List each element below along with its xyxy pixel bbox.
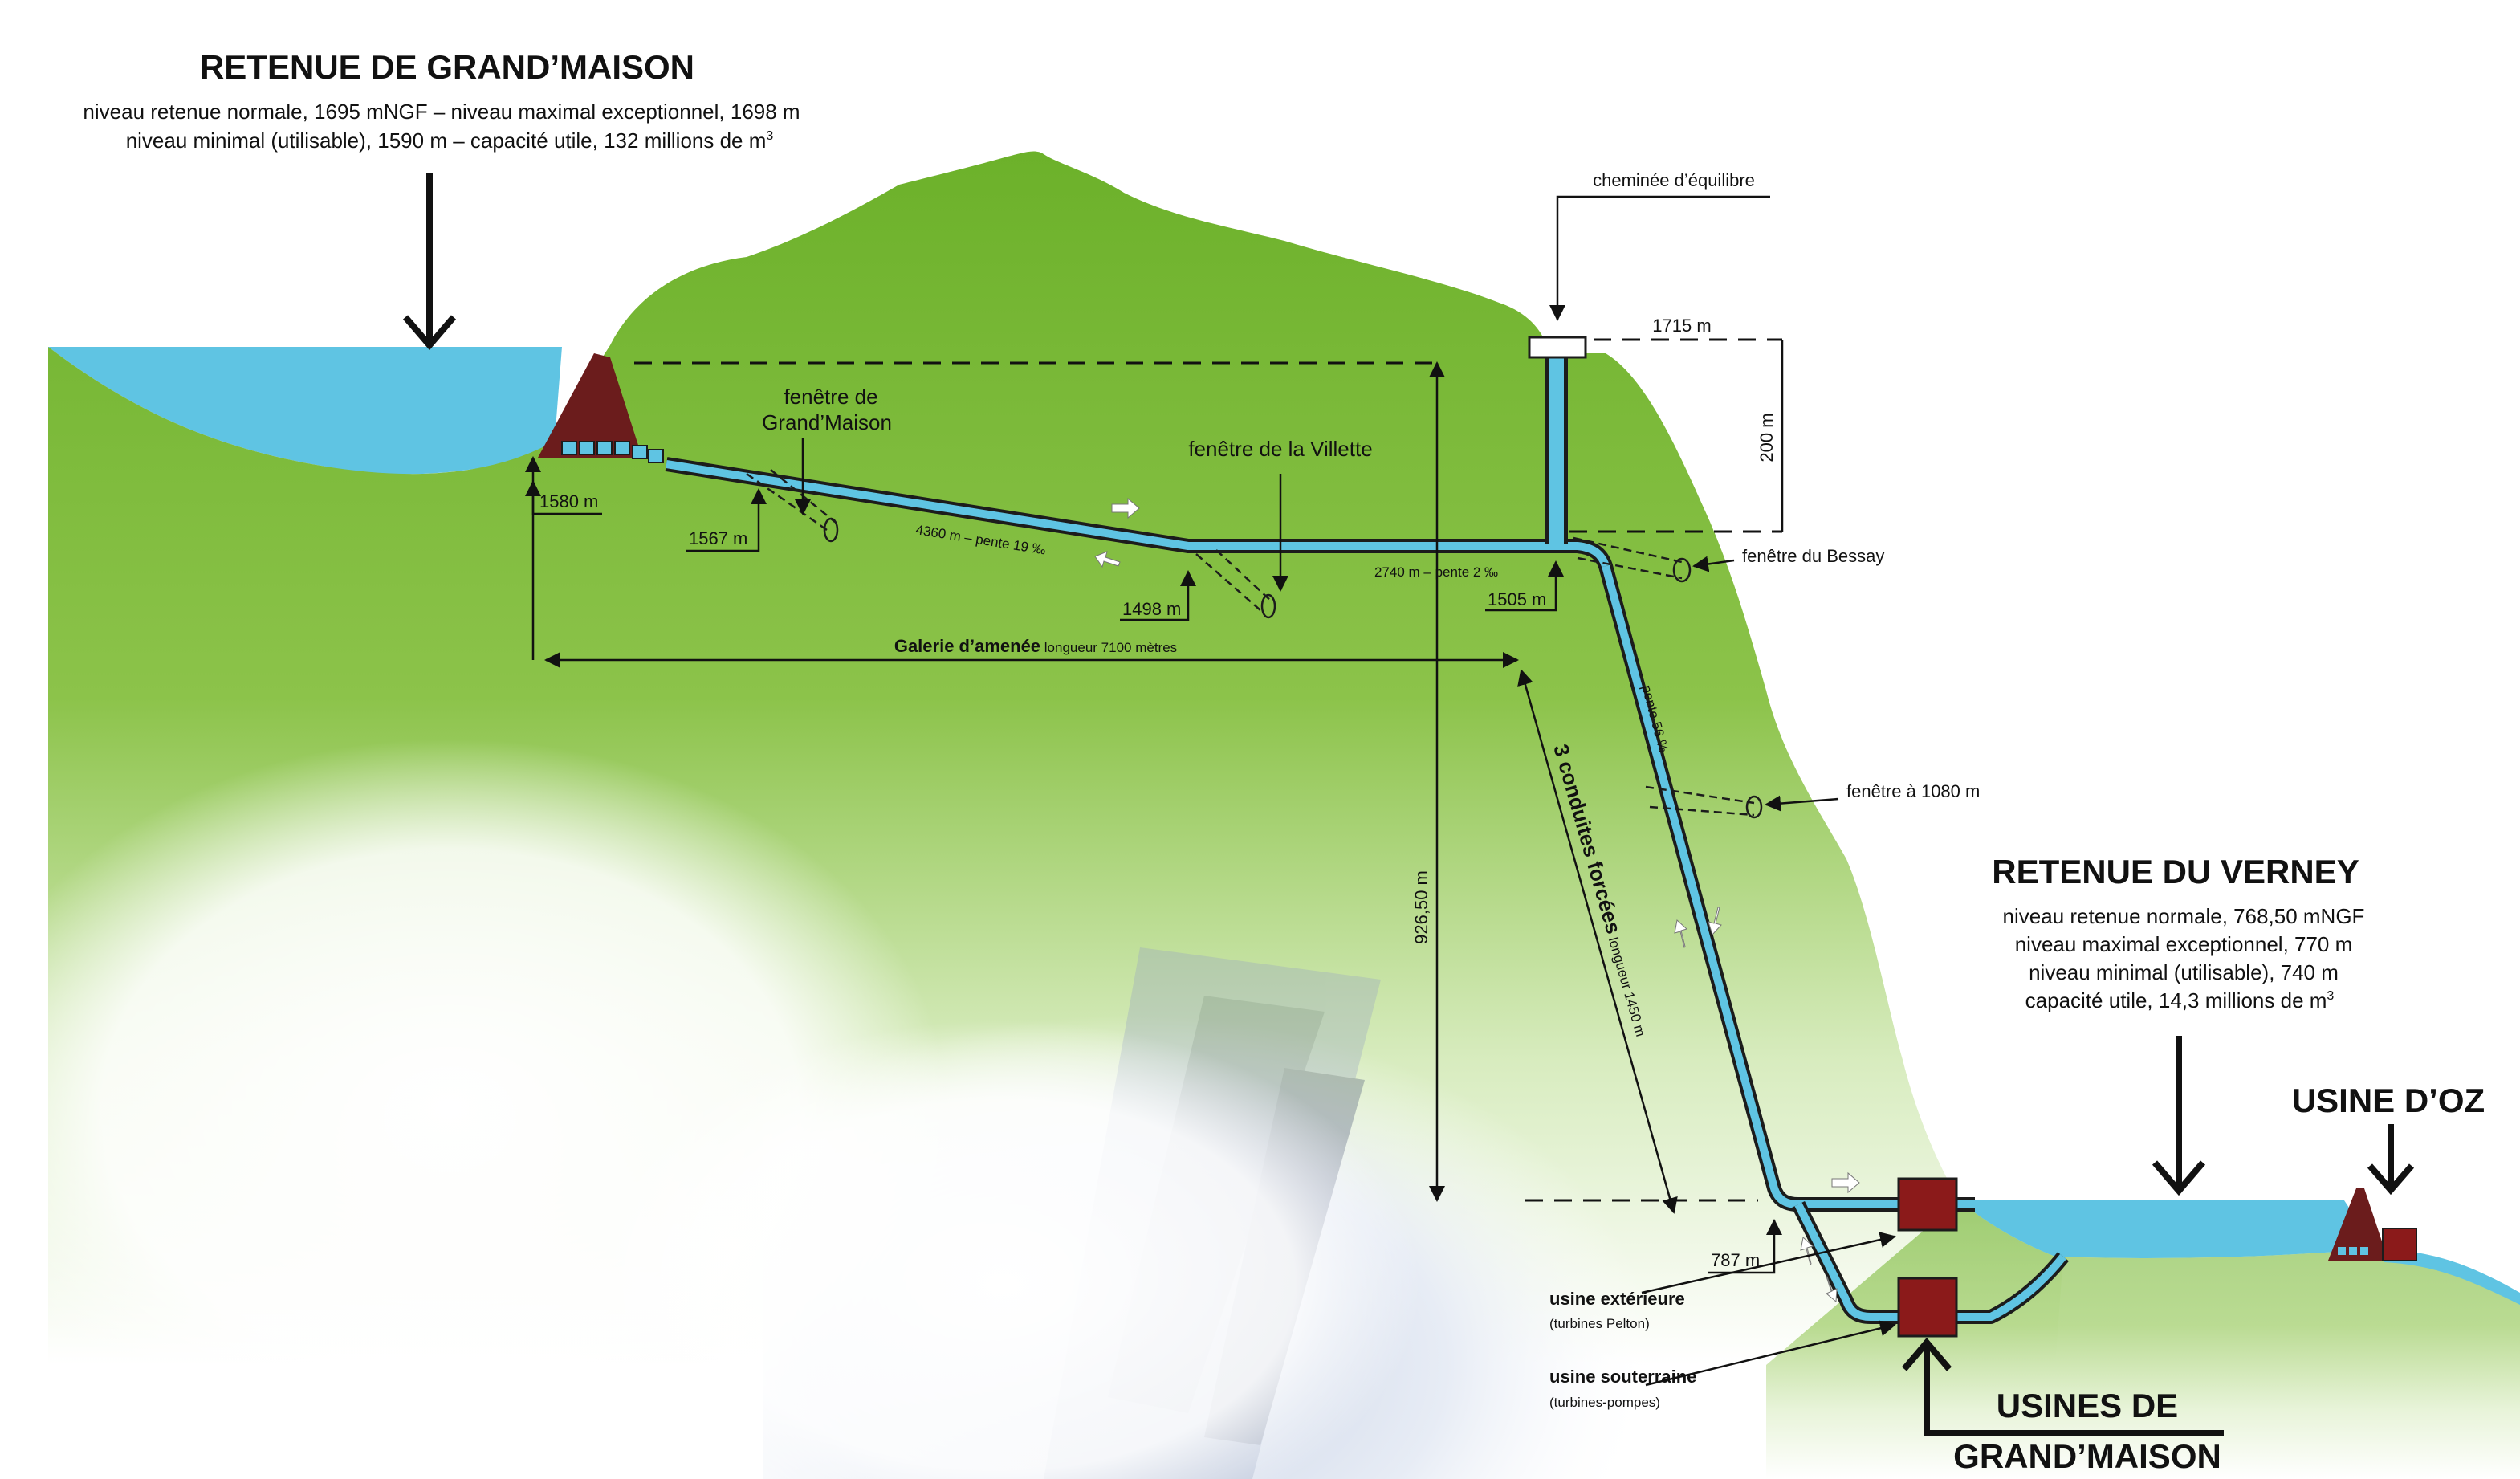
lower-reservoir-line4: capacité utile, 14,3 millions de m xyxy=(2025,988,2327,1012)
flow-arrows xyxy=(1094,497,1860,1303)
usine-oz-building xyxy=(2328,1188,2417,1261)
elev-1498-marker: 1498 m xyxy=(1120,570,1196,621)
surge-shaft-water xyxy=(1549,357,1564,547)
usine-oz-arrow xyxy=(2367,1124,2415,1196)
lower-reservoir-arrow xyxy=(2152,1036,2206,1196)
lower-reservoir-line1: niveau retenue normale, 768,50 mNGF xyxy=(2003,904,2365,928)
usine-ext-callout xyxy=(1641,1232,1896,1294)
elev-1567: 1567 m xyxy=(689,528,747,548)
elev-1498: 1498 m xyxy=(1122,599,1181,619)
lower-terrain xyxy=(1766,1200,2520,1479)
usines-gm-arrow xyxy=(1901,1337,2224,1436)
usine-oz-title: USINE D’OZ xyxy=(2292,1082,2485,1119)
lower-reservoir-line2: niveau maximal exceptionnel, 770 m xyxy=(2015,932,2353,956)
elev-1715: 1715 m xyxy=(1652,316,1711,336)
dim-200-label: 200 m xyxy=(1757,413,1777,462)
white-fade-2 xyxy=(586,1020,1421,1479)
elev-1567-marker: 1567 m xyxy=(686,488,767,552)
galerie-bold: Galerie d’amenée xyxy=(894,636,1040,656)
fenetre-1080-label: fenêtre à 1080 m xyxy=(1846,781,1980,801)
upper-reservoir-line2-wrap: niveau minimal (utilisable), 1590 m – ca… xyxy=(126,128,774,153)
usine-exterieure-block xyxy=(1897,1177,1958,1232)
upper-dam xyxy=(538,353,642,458)
lower-reservoir-line3: niveau minimal (utilisable), 740 m xyxy=(2029,960,2339,984)
lower-reservoir-sup: 3 xyxy=(2327,989,2334,1003)
elev-787: 787 m xyxy=(1711,1250,1760,1270)
usine-sout-callout xyxy=(1645,1320,1896,1387)
elev-1505-marker: 1505 m xyxy=(1485,560,1564,612)
usines-gm-title-1: USINES DE xyxy=(1997,1387,2178,1424)
lower-reservoir-water xyxy=(1959,1200,2376,1258)
fenetre-bessay-label: fenêtre du Bessay xyxy=(1742,546,1884,566)
usine-sout-label: usine souterraine xyxy=(1549,1367,1696,1387)
fenetre-villette-label: fenêtre de la Villette xyxy=(1188,437,1372,461)
upper-reservoir-water xyxy=(48,347,562,475)
cheminee-callout xyxy=(1549,195,1770,321)
upper-reservoir-line1: niveau retenue normale, 1695 mNGF – nive… xyxy=(83,100,800,124)
usines-gm-title-2: GRAND’MAISON xyxy=(1953,1437,2221,1475)
upper-reservoir-title: RETENUE DE GRAND’MAISON xyxy=(200,48,694,86)
conduites-dim-line xyxy=(1517,669,1678,1214)
usine-souterraine-block xyxy=(1897,1277,1958,1338)
fenetre-bessay-callout xyxy=(1692,556,1735,572)
seg2-label: 2740 m – pente 2 ‰ xyxy=(1374,564,1498,580)
cheminee-label: cheminée d’équilibre xyxy=(1593,170,1755,190)
elev-1580: 1580 m xyxy=(539,491,598,511)
galerie-label: Galerie d’amenée longueur 7100 mètres xyxy=(894,636,1177,656)
fenetre-gm-label-1: fenêtre de xyxy=(784,385,877,409)
penstock-water xyxy=(1602,564,1923,1208)
usine-ext-label: usine extérieure xyxy=(1549,1289,1685,1309)
dam-intakes xyxy=(561,441,664,463)
elev-1505: 1505 m xyxy=(1488,589,1546,609)
fenetre-1080-callout xyxy=(1765,795,1839,812)
usine-ext-sub: (turbines Pelton) xyxy=(1549,1316,1650,1331)
upper-reservoir-line2: niveau minimal (utilisable), 1590 m – ca… xyxy=(126,128,767,153)
surge-shaft-top xyxy=(1528,336,1587,359)
galerie-rest: longueur 7100 mètres xyxy=(1040,640,1177,655)
lower-reservoir-title: RETENUE DU VERNEY xyxy=(1992,853,2359,890)
penstock-branch-water xyxy=(1794,1202,1923,1321)
lower-reservoir-line4-wrap: capacité utile, 14,3 millions de m3 xyxy=(2025,988,2335,1012)
tailrace-water xyxy=(1955,1200,2066,1321)
river-outflow xyxy=(2384,1249,2520,1305)
elev-1580-marker: 1580 m xyxy=(525,480,602,515)
dim-926-label: 926,50 m xyxy=(1411,870,1431,944)
headrace-tunnel-water xyxy=(666,460,1610,568)
fenetre-gm-label-2: Grand’Maison xyxy=(762,410,892,434)
usine-sout-sub: (turbines-pompes) xyxy=(1549,1395,1660,1410)
upper-reservoir-sup: 3 xyxy=(766,129,773,143)
upper-reservoir-arrow xyxy=(402,173,457,351)
